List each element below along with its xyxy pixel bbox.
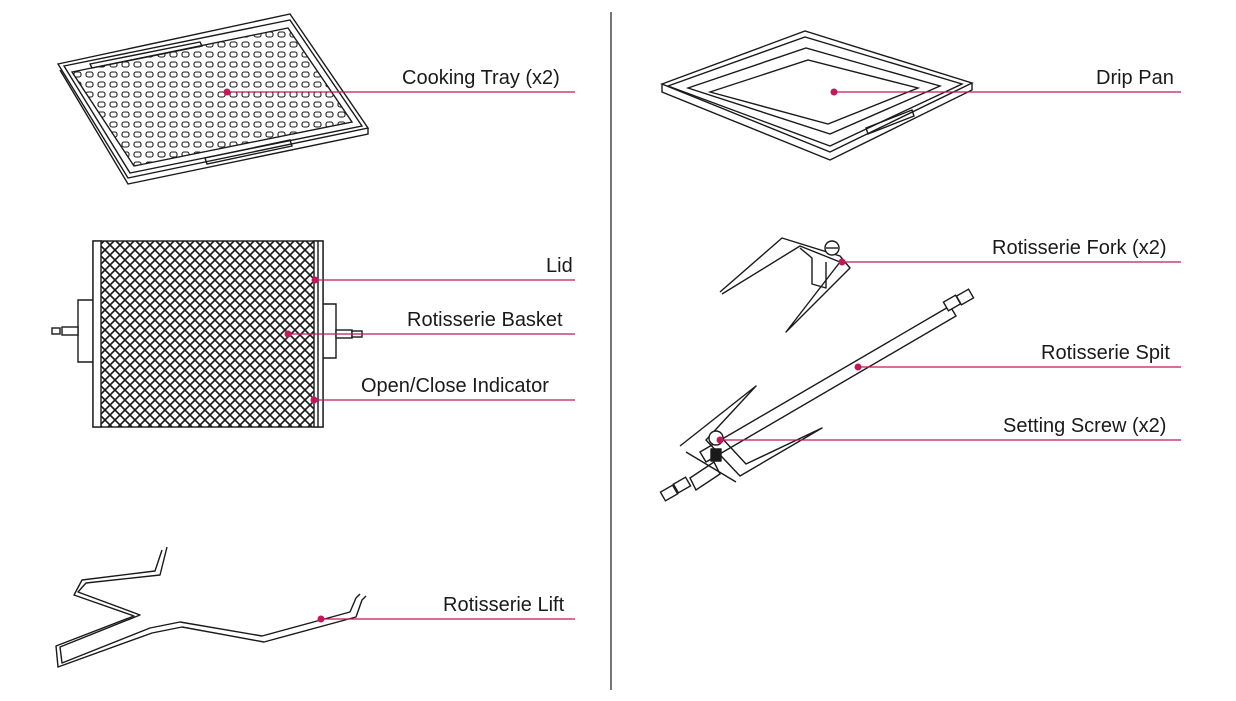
label-rotisserie-basket: Rotisserie Basket xyxy=(407,309,563,331)
leader-lines xyxy=(223,88,1181,623)
label-rotisserie-fork: Rotisserie Fork (x2) xyxy=(992,237,1167,259)
cooking-tray-illustration xyxy=(56,13,370,185)
label-setting-screw: Setting Screw (x2) xyxy=(1003,415,1167,437)
drip-pan-illustration xyxy=(660,30,974,161)
rotisserie-fork-illustration xyxy=(719,237,851,333)
label-drip-pan: Drip Pan xyxy=(1096,67,1174,89)
label-cooking-tray: Cooking Tray (x2) xyxy=(402,67,560,89)
label-open-close-indicator: Open/Close Indicator xyxy=(361,375,549,397)
label-lid: Lid xyxy=(546,255,573,277)
label-rotisserie-spit: Rotisserie Spit xyxy=(1041,342,1170,364)
label-rotisserie-lift: Rotisserie Lift xyxy=(443,594,565,616)
rotisserie-lift-illustration xyxy=(55,546,367,668)
rotisserie-spit-illustration xyxy=(659,288,975,502)
